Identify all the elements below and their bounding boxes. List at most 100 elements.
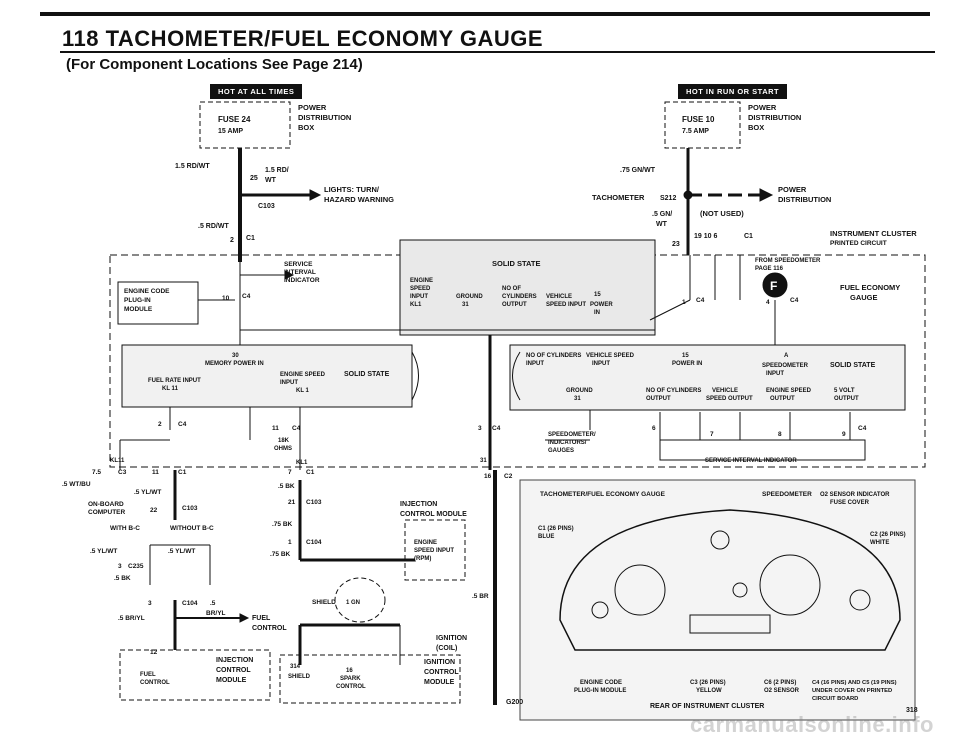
ss-label: OUTPUT <box>502 302 527 308</box>
spark-label: SPARK <box>340 676 361 682</box>
connector-label: C1 <box>178 469 187 476</box>
pin-label: 21 <box>288 499 296 506</box>
cluster-label: TACHOMETER/FUEL ECONOMY GAUGE <box>540 491 666 498</box>
cluster-label: ENGINE CODE <box>580 680 622 686</box>
wire-label: .5 BK <box>114 575 131 582</box>
left-pd-3: BOX <box>298 123 314 132</box>
lights-label: HAZARD WARNING <box>324 195 394 204</box>
fuel-control-label: FUEL <box>252 615 271 622</box>
ss-label: VEHICLE <box>546 294 572 300</box>
left-ss-label: KL 11 <box>162 386 179 392</box>
right-fuse-box <box>664 101 741 149</box>
connector-label: C4 <box>492 425 501 432</box>
connector-label: C104 <box>182 600 198 607</box>
gauge-f: F <box>770 279 777 293</box>
ss-label: SPEED INPUT <box>546 302 586 308</box>
right-fuse-amp: 7.5 AMP <box>682 128 709 135</box>
right-ss-label: A <box>784 353 789 359</box>
right-pd-3: BOX <box>748 123 764 132</box>
cluster-label: CIRCUIT BOARD <box>812 696 858 702</box>
pin-label: 6 <box>652 425 656 432</box>
wire-label: .5 WT/BU <box>62 481 91 488</box>
pin-label: 12 <box>150 649 158 656</box>
right-ss-label: NO OF CYLINDERS <box>526 353 581 359</box>
wire-label: WT <box>656 221 668 228</box>
right-ss-label: OUTPUT <box>770 396 795 402</box>
pin-label: 31 <box>480 458 487 464</box>
cluster-label: C1 (26 PINS) <box>538 526 574 532</box>
service-label: INDICATOR <box>284 277 320 284</box>
connector-label: C1 <box>744 233 753 240</box>
left-ss-label: MEMORY POWER IN <box>205 361 264 367</box>
ignition-label: IGNITION <box>436 635 467 642</box>
sh-label: SHIELD <box>288 674 311 680</box>
pin-label: 23 <box>672 241 680 248</box>
left-ss-label: INPUT <box>280 380 298 386</box>
cluster-label: UNDER COVER ON PRINTED <box>812 688 892 694</box>
right-fuse-label: FUSE 10 <box>682 115 715 124</box>
top-border <box>40 12 930 16</box>
left-ss-label: 30 <box>232 353 239 359</box>
right-ss-label: SOLID STATE <box>830 362 876 369</box>
im-label: CONTROL <box>216 667 251 674</box>
right-ss-label: SPEED OUTPUT <box>706 396 753 402</box>
ss-label: CYLINDERS <box>502 294 537 300</box>
ss-label: INPUT <box>410 294 428 300</box>
pin-label: 7 <box>288 469 292 476</box>
obc-label: COMPUTER <box>88 509 126 516</box>
tachometer-label: TACHOMETER <box>592 193 645 202</box>
kl-label: KL11 <box>110 458 125 464</box>
left-ss-label: ENGINE SPEED <box>280 372 326 378</box>
service-label: SERVICE <box>284 261 313 268</box>
not-used-label: (NOT USED) <box>700 209 744 218</box>
cluster-label: YELLOW <box>696 688 722 694</box>
connector-label: C103 <box>182 505 198 512</box>
pin-label: 3 <box>148 600 152 607</box>
cluster-label: O2 SENSOR <box>764 688 800 694</box>
right-ss-label: 15 <box>682 353 689 359</box>
fe-label: GAUGE <box>850 293 878 302</box>
pin-label: 9 <box>842 431 846 438</box>
cluster-label: C3 (26 PINS) <box>690 680 726 686</box>
right-pd-2: DISTRIBUTION <box>748 113 801 122</box>
right-ss-label: OUTPUT <box>834 396 859 402</box>
icm-label: CONTROL MODULE <box>400 511 467 518</box>
connector-label: C104 <box>306 539 322 546</box>
connector-label: C4 <box>292 425 301 432</box>
wire-label: 1.5 RD/WT <box>175 163 210 170</box>
pin-label: 25 <box>250 175 258 182</box>
right-ss-label: 5 VOLT <box>834 388 855 394</box>
page-code: 318 <box>906 707 918 714</box>
connector-label: C3 <box>118 469 127 476</box>
cluster-label: SPEEDOMETER <box>762 491 812 498</box>
wire-label: .5 YL/WT <box>90 548 117 555</box>
right-ss-label: 31 <box>574 396 581 402</box>
wire-label: BR/YL <box>206 610 226 617</box>
right-ss-label: INPUT <box>766 371 784 377</box>
speedo-ind-label: GAUGES <box>548 448 574 454</box>
connector-label: C4 <box>790 297 799 304</box>
badge-hot-at-all-times: HOT AT ALL TIMES <box>210 84 303 99</box>
wire-label: 1.5 RD/ <box>265 167 289 174</box>
pin-label: 16 <box>484 473 492 480</box>
pin-label: 2 <box>158 421 162 428</box>
ss-label: KL1 <box>410 302 422 308</box>
cluster-label: C6 (2 PINS) <box>764 680 796 686</box>
fc-label: CONTROL <box>140 680 170 686</box>
wire-label: .5 GN/ <box>652 211 672 218</box>
connector-label: C1 <box>246 235 255 242</box>
pin-label: 8 <box>778 431 782 438</box>
left-ss-label: KL 1 <box>296 388 310 394</box>
ground-label: G200 <box>506 699 523 706</box>
connector-label: C4 <box>178 421 187 428</box>
wire-label: .5 YL/WT <box>168 548 195 555</box>
right-ss-label: ENGINE SPEED <box>766 388 812 394</box>
service-label: INTERVAL <box>284 269 316 276</box>
left-fuse-amp: 15 AMP <box>218 128 243 135</box>
cluster-label: BLUE <box>538 534 554 540</box>
right-ss-label: INPUT <box>526 361 544 367</box>
ecm-label: PLUG-IN <box>124 297 151 304</box>
fe-label: FUEL ECONOMY <box>840 283 900 292</box>
icb-label: IGNITION <box>424 659 455 666</box>
